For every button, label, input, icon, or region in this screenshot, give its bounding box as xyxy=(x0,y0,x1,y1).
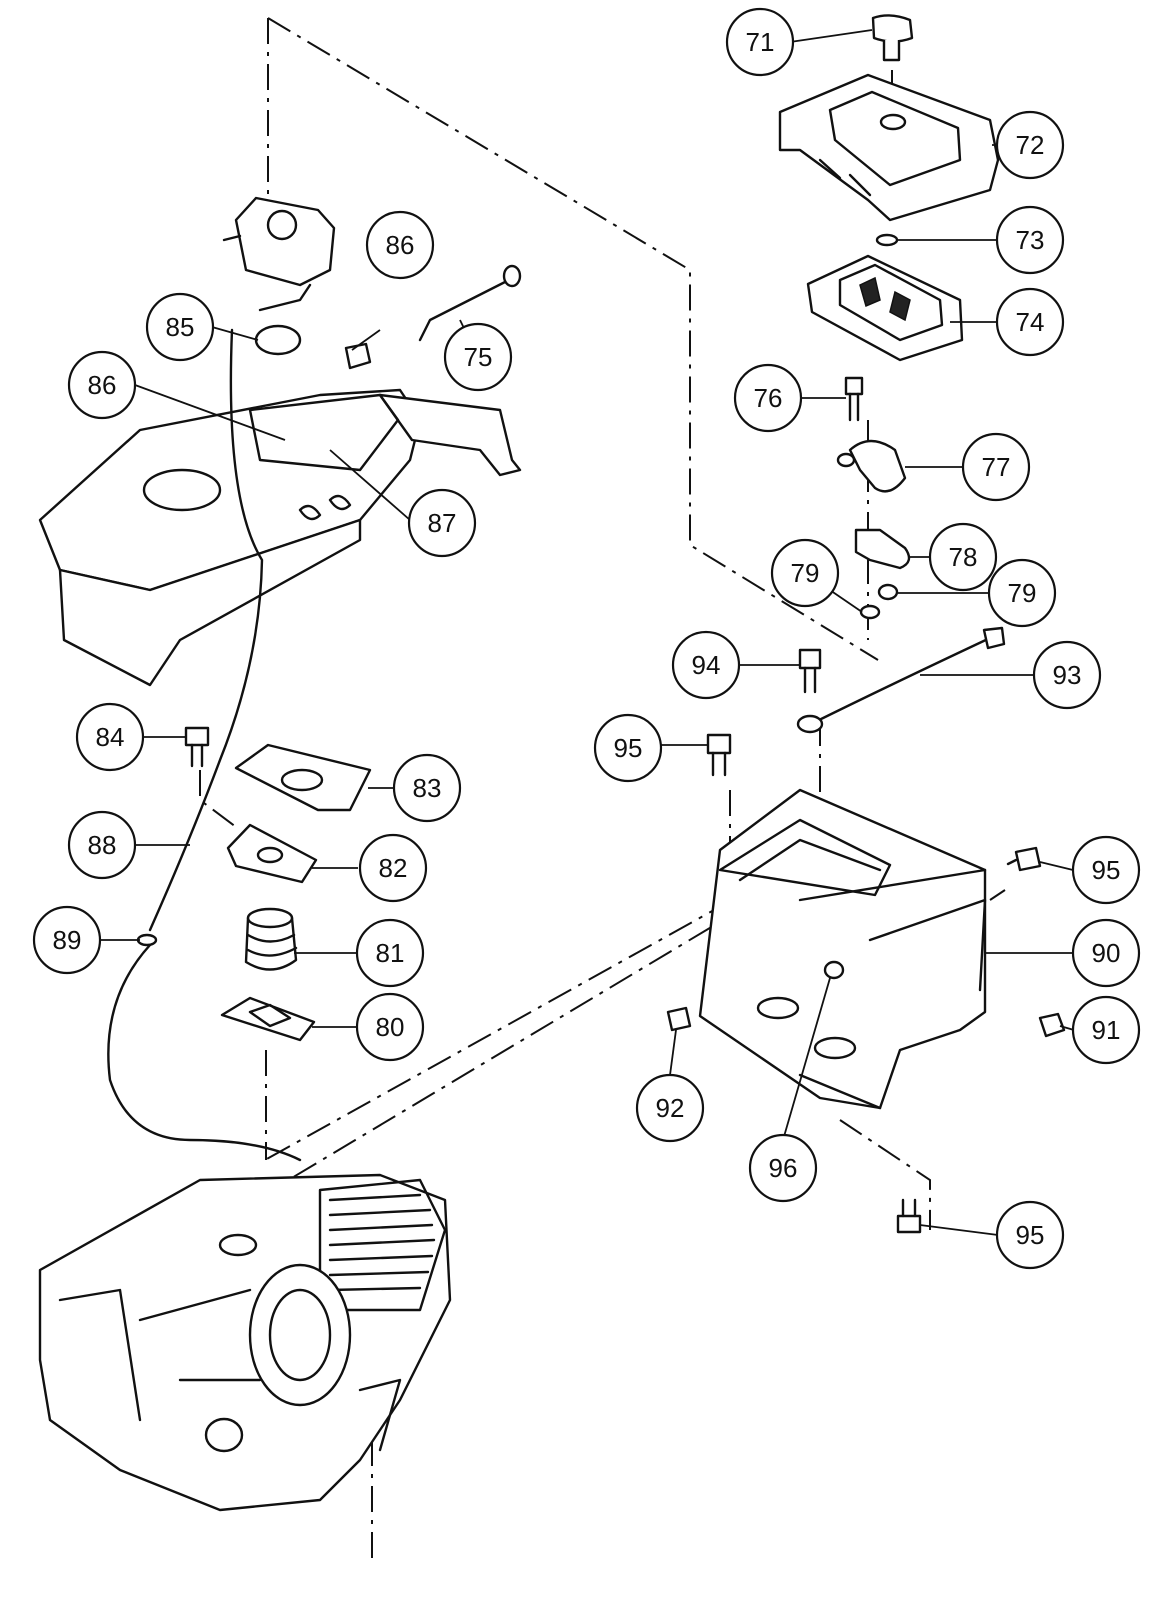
manifold-81 xyxy=(244,907,298,971)
fuel-tank-housing xyxy=(38,388,522,687)
callout-94: 94 xyxy=(671,630,741,700)
callout-73-label: 73 xyxy=(1016,225,1045,255)
callout-96: 96 xyxy=(748,1133,818,1203)
callout-82-label: 82 xyxy=(379,853,408,883)
spacer-82 xyxy=(226,823,318,884)
bolt-95-left xyxy=(706,733,732,777)
callout-77: 77 xyxy=(961,432,1031,502)
callout-71: 71 xyxy=(725,7,795,77)
callout-95-left: 95 xyxy=(593,713,663,783)
callout-87: 87 xyxy=(407,488,477,558)
callout-75-label: 75 xyxy=(464,342,493,372)
callout-79-right: 79 xyxy=(987,558,1057,628)
callout-77-label: 77 xyxy=(982,452,1011,482)
nut-91 xyxy=(1038,1012,1066,1038)
bracket-assembly xyxy=(836,376,911,620)
callout-95-left-label: 95 xyxy=(614,733,643,763)
callout-76: 76 xyxy=(733,363,803,433)
callout-79-left: 79 xyxy=(770,538,840,608)
insulator-80 xyxy=(220,996,316,1042)
hose-clip-part xyxy=(136,933,158,947)
callout-91-label: 91 xyxy=(1092,1015,1121,1045)
callout-86-lower: 86 xyxy=(67,350,137,420)
callout-84-label: 84 xyxy=(96,722,125,752)
callout-85: 85 xyxy=(145,292,215,362)
callout-90: 90 xyxy=(1071,918,1141,988)
washer-part xyxy=(875,233,899,247)
top-cover-part xyxy=(778,73,1000,222)
callout-80-label: 80 xyxy=(376,1012,405,1042)
callout-74-label: 74 xyxy=(1016,307,1045,337)
callout-89: 89 xyxy=(32,905,102,975)
callout-81: 81 xyxy=(355,918,425,988)
nut-96 xyxy=(823,960,845,980)
callout-86-upper-label: 86 xyxy=(386,230,415,260)
callout-88: 88 xyxy=(67,810,137,880)
callout-96-label: 96 xyxy=(769,1153,798,1183)
intake-boot-part xyxy=(254,324,302,356)
callout-94-label: 94 xyxy=(692,650,721,680)
throttle-cable-93 xyxy=(796,626,1006,734)
callout-92: 92 xyxy=(635,1073,705,1143)
callout-86-lower-label: 86 xyxy=(88,370,117,400)
bolt-95-right xyxy=(1006,846,1042,872)
callout-88-label: 88 xyxy=(88,830,117,860)
callout-78: 78 xyxy=(928,522,998,592)
callout-95-bottom: 95 xyxy=(995,1200,1065,1270)
callout-75: 75 xyxy=(443,322,513,392)
callout-87-label: 87 xyxy=(428,508,457,538)
callout-81-label: 81 xyxy=(376,938,405,968)
bolt-84 xyxy=(184,726,210,768)
handle-base-90 xyxy=(698,788,987,1110)
fuel-hose-part xyxy=(148,328,264,932)
nut-92 xyxy=(666,1006,692,1032)
callout-76-label: 76 xyxy=(754,383,783,413)
bolt-95-bottom xyxy=(896,1198,922,1234)
callout-72: 72 xyxy=(995,110,1065,180)
callout-71-label: 71 xyxy=(746,27,775,57)
callout-80: 80 xyxy=(355,992,425,1062)
callout-78-label: 78 xyxy=(949,542,978,572)
callout-79-left-label: 79 xyxy=(791,558,820,588)
air-filter-part xyxy=(806,254,964,362)
gasket-83 xyxy=(234,743,372,812)
callout-83-label: 83 xyxy=(413,773,442,803)
choke-rod-part xyxy=(418,264,522,342)
callout-72-label: 72 xyxy=(1016,130,1045,160)
impulse-hose-part xyxy=(107,943,302,1162)
carburetor-part xyxy=(222,196,336,312)
callout-83: 83 xyxy=(392,753,462,823)
callout-95-right: 95 xyxy=(1071,835,1141,905)
bolt-94 xyxy=(798,648,822,694)
callout-93: 93 xyxy=(1032,640,1102,710)
callout-85-label: 85 xyxy=(166,312,195,342)
callout-95-right-label: 95 xyxy=(1092,855,1121,885)
callout-74: 74 xyxy=(995,287,1065,357)
callout-73: 73 xyxy=(995,205,1065,275)
callout-95-bottom-label: 95 xyxy=(1016,1220,1045,1250)
callout-84: 84 xyxy=(75,702,145,772)
engine-crankcase xyxy=(38,1173,452,1512)
callout-92-label: 92 xyxy=(656,1093,685,1123)
callout-93-label: 93 xyxy=(1053,660,1082,690)
callout-90-label: 90 xyxy=(1092,938,1121,968)
grommet-part xyxy=(344,342,372,370)
callout-86-upper: 86 xyxy=(365,210,435,280)
knob-part xyxy=(871,14,914,62)
callout-82: 82 xyxy=(358,833,428,903)
callout-91: 91 xyxy=(1071,995,1141,1065)
callout-89-label: 89 xyxy=(53,925,82,955)
callout-79-right-label: 79 xyxy=(1008,578,1037,608)
